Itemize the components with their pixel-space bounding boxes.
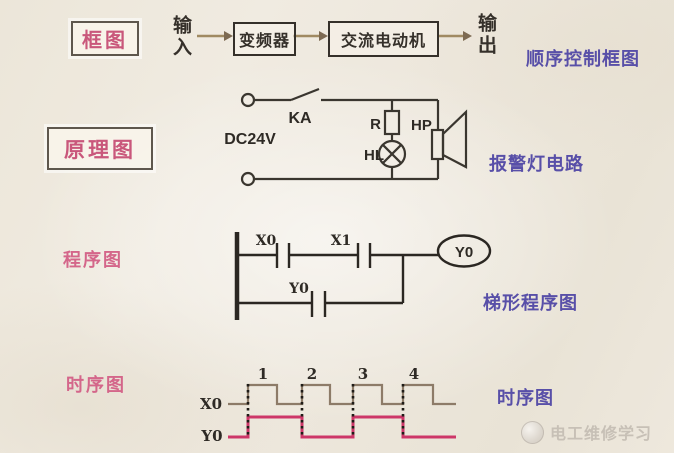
- coil-label: Y0: [455, 244, 473, 261]
- pulse-number-4: 4: [409, 365, 419, 383]
- flow-arrowhead-icon: [224, 31, 472, 41]
- bottom-margin: [0, 453, 674, 462]
- parallel-contact-label: Y0: [288, 281, 309, 297]
- ladder-label: 程序图: [63, 250, 123, 271]
- resistor-label: R: [370, 116, 381, 133]
- contact2-label: X1: [331, 233, 352, 249]
- switch-blade-icon: [290, 87, 320, 102]
- contact1-label: X0: [256, 233, 277, 249]
- watermark-logo-icon: [521, 420, 544, 444]
- coil-icon: [436, 234, 492, 268]
- x0-waveform: [228, 383, 456, 406]
- source-label: DC24V: [224, 131, 276, 148]
- ladder-diagram: [234, 232, 492, 320]
- timing-label: 时序图: [66, 375, 126, 396]
- watermark-text: 电工维修学习: [550, 426, 653, 443]
- y0-waveform: [228, 415, 456, 439]
- pulse-number-3: 3: [358, 365, 368, 383]
- pulse-number-1: 1: [258, 365, 268, 383]
- timing-signal1-label: X0: [200, 395, 222, 413]
- timing-diagram: [228, 383, 456, 439]
- horn-label: HP: [411, 117, 432, 134]
- horn-body-icon: [430, 128, 445, 161]
- terminal-icon: [240, 171, 256, 187]
- schematic-badge: 原理图: [47, 127, 153, 170]
- schematic-caption: 报警灯电路: [489, 154, 584, 174]
- input-label: 输入: [170, 15, 191, 59]
- terminal-icon: [240, 92, 256, 108]
- horn-cone-icon: [441, 109, 468, 169]
- watermark: 电工维修学习: [521, 420, 652, 444]
- ladder-caption: 梯形程序图: [483, 293, 578, 313]
- timing-signal2-label: Y0: [200, 427, 222, 445]
- pulse-number-2: 2: [307, 365, 317, 383]
- frequency-converter-box: 变频器: [233, 22, 296, 56]
- schematic-circuit: [240, 87, 468, 187]
- switch-label: KA: [288, 110, 312, 127]
- block-diagram-badge: 框图: [71, 21, 139, 56]
- lamp-label: HL: [364, 147, 384, 164]
- output-label: 输出: [475, 13, 496, 57]
- block-diagram-caption: 顺序控制框图: [526, 49, 640, 69]
- resistor-icon: [383, 109, 401, 136]
- edge-guide-icon: [246, 384, 405, 436]
- timing-caption: 时序图: [497, 388, 554, 408]
- ac-motor-box: 交流电动机: [328, 21, 439, 57]
